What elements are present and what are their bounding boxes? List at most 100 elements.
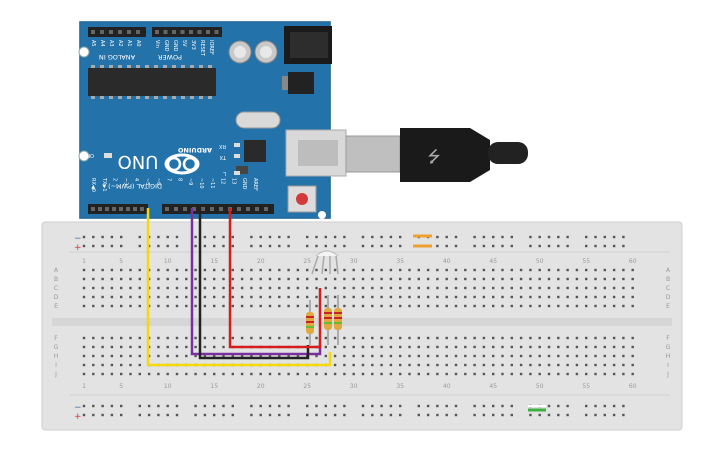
header-pin[interactable] [264,207,268,211]
breadboard-hole[interactable] [408,304,411,308]
breadboard-hole[interactable] [566,363,569,367]
rail-hole[interactable] [380,404,383,408]
breadboard-hole[interactable] [259,286,262,290]
rail-hole[interactable] [166,235,169,239]
breadboard-hole[interactable] [612,304,616,308]
breadboard-hole[interactable] [547,277,551,281]
rail-hole[interactable] [566,413,569,417]
breadboard-hole[interactable] [501,295,504,299]
breadboard-hole[interactable] [92,345,95,349]
rail-hole[interactable] [194,235,197,239]
breadboard-hole[interactable] [213,268,216,272]
breadboard-hole[interactable] [510,363,513,367]
rail-hole[interactable] [380,235,383,239]
rail-hole[interactable] [315,244,318,248]
breadboard-hole[interactable] [510,336,513,340]
breadboard-hole[interactable] [296,295,300,299]
breadboard-hole[interactable] [129,345,132,349]
breadboard-hole[interactable] [101,304,104,308]
rail-hole[interactable] [166,244,169,248]
breadboard-hole[interactable] [306,286,309,290]
rail-hole[interactable] [194,244,197,248]
breadboard-hole[interactable] [138,277,141,281]
breadboard-hole[interactable] [315,286,318,290]
breadboard-hole[interactable] [473,354,476,358]
breadboard-hole[interactable] [278,336,281,340]
breadboard-hole[interactable] [399,345,402,349]
breadboard-hole[interactable] [612,372,616,376]
breadboard-hole[interactable] [333,363,337,367]
breadboard-hole[interactable] [436,363,439,367]
rail-hole[interactable] [585,404,588,408]
breadboard-hole[interactable] [361,345,365,349]
rail-hole[interactable] [594,413,597,417]
breadboard-hole[interactable] [287,268,290,272]
power-rail-top[interactable] [82,235,625,248]
breadboard-hole[interactable] [371,295,374,299]
rail-hole[interactable] [343,404,346,408]
rail-hole[interactable] [389,413,393,417]
breadboard-hole[interactable] [231,354,234,358]
rail-hole[interactable] [250,244,253,248]
rail-hole[interactable] [380,413,383,417]
breadboard-hole[interactable] [575,336,579,340]
rail-hole[interactable] [380,244,383,248]
header-pin[interactable] [237,207,241,211]
breadboard-hole[interactable] [129,354,132,358]
rail-hole[interactable] [622,244,625,248]
header-pin[interactable] [172,30,176,34]
breadboard-hole[interactable] [436,277,439,281]
breadboard-hole[interactable] [464,354,467,358]
breadboard-hole[interactable] [82,277,86,281]
breadboard-hole[interactable] [426,363,430,367]
breadboard-hole[interactable] [101,345,104,349]
breadboard-hole[interactable] [92,363,95,367]
breadboard-hole[interactable] [231,268,234,272]
rail-hole[interactable] [361,413,365,417]
rail-hole[interactable] [585,244,588,248]
header-pin[interactable] [105,207,109,211]
breadboard-hole[interactable] [157,268,160,272]
rail-hole[interactable] [268,404,272,408]
breadboard-hole[interactable] [296,336,300,340]
breadboard-hole[interactable] [324,345,327,349]
breadboard-hole[interactable] [157,286,160,290]
rail-hole[interactable] [426,413,430,417]
breadboard-hole[interactable] [417,286,420,290]
breadboard-hole[interactable] [631,286,634,290]
breadboard-hole[interactable] [557,277,560,281]
breadboard-hole[interactable] [417,354,420,358]
rail-hole[interactable] [510,235,513,239]
breadboard-hole[interactable] [333,286,337,290]
rail-hole[interactable] [287,404,290,408]
breadboard-hole[interactable] [343,286,346,290]
breadboard-hole[interactable] [612,354,616,358]
breadboard-hole[interactable] [557,286,560,290]
breadboard-hole[interactable] [371,304,374,308]
rail-hole[interactable] [510,404,513,408]
breadboard-hole[interactable] [454,345,458,349]
breadboard-hole[interactable] [547,372,551,376]
breadboard-hole[interactable] [194,372,197,376]
breadboard-hole[interactable] [445,286,448,290]
breadboard-hole[interactable] [575,304,579,308]
breadboard-hole[interactable] [603,277,606,281]
breadboard-hole[interactable] [445,354,448,358]
breadboard-hole[interactable] [389,336,393,340]
breadboard-hole[interactable] [417,372,420,376]
rail-hole[interactable] [194,413,197,417]
breadboard-hole[interactable] [259,304,262,308]
header-pin[interactable] [133,207,137,211]
breadboard-hole[interactable] [594,363,597,367]
breadboard-hole[interactable] [92,286,95,290]
breadboard-hole[interactable] [92,268,95,272]
rail-hole[interactable] [324,244,327,248]
breadboard-hole[interactable] [287,295,290,299]
breadboard-hole[interactable] [538,295,541,299]
breadboard-hole[interactable] [343,304,346,308]
breadboard-hole[interactable] [389,268,393,272]
rail-hole[interactable] [501,244,504,248]
breadboard-hole[interactable] [557,295,560,299]
breadboard-hole[interactable] [417,345,420,349]
breadboard-hole[interactable] [519,268,523,272]
